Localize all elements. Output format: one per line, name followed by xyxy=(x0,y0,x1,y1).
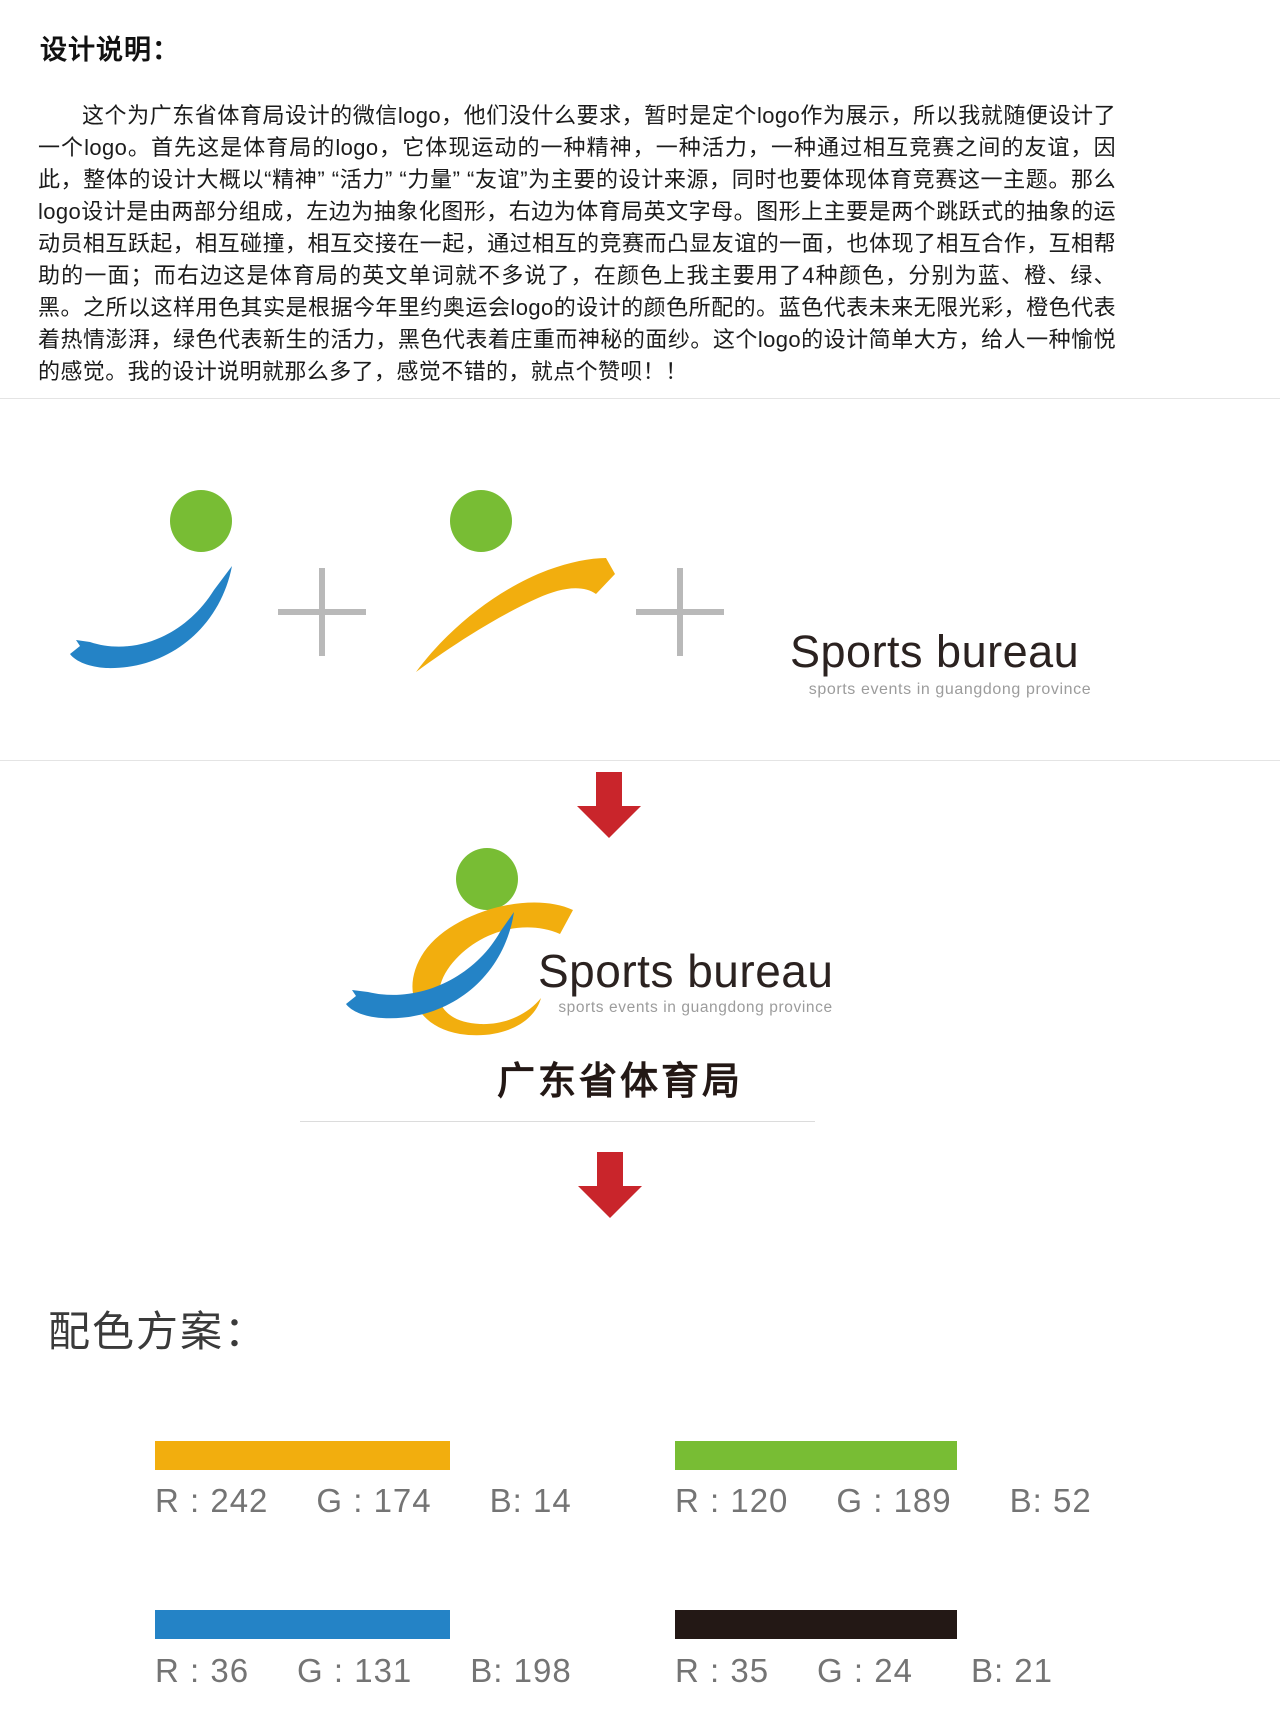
rgb-b-value: B: 14 xyxy=(489,1482,572,1519)
rgb-b-value: B: 21 xyxy=(970,1652,1053,1689)
rgb-r-value: R : 242 xyxy=(155,1482,269,1519)
combined-blue-ribbon xyxy=(346,912,514,1019)
figure1-blue-swoosh xyxy=(70,566,232,669)
combined-orange-ribbon xyxy=(412,902,573,1036)
combined-logo-ribbons xyxy=(346,902,573,1036)
plus-icon xyxy=(278,568,366,656)
swatch-bar-orange xyxy=(155,1441,450,1470)
down-arrow-icon xyxy=(578,1152,642,1218)
figure1-head-circle xyxy=(170,490,232,552)
swatch-rgb-orange: R : 242 G : 174 B: 14 xyxy=(155,1482,572,1520)
combined-logo-head-circle xyxy=(456,848,518,910)
logo-tagline: sports events in guangdong province xyxy=(808,681,1092,698)
rgb-g-value: G : 174 xyxy=(316,1482,432,1519)
rgb-r-value: R : 120 xyxy=(675,1482,789,1519)
rgb-r-value: R : 35 xyxy=(675,1652,770,1689)
rgb-g-value: G : 189 xyxy=(836,1482,952,1519)
rgb-g-value: G : 131 xyxy=(297,1652,413,1689)
combined-logo-tagline: sports events in guangdong province xyxy=(558,999,833,1016)
swatch-bar-green xyxy=(675,1441,957,1470)
swatch-bar-black xyxy=(675,1610,957,1639)
swatch-bar-blue xyxy=(155,1610,450,1639)
section-divider-top xyxy=(0,398,1280,399)
plus-icon xyxy=(636,568,724,656)
bureau-chinese-name: 广东省体育局 xyxy=(497,1061,744,1103)
swatch-rgb-black: R : 35 G : 24 B: 21 xyxy=(675,1652,1053,1690)
swatch-rgb-blue: R : 36 G : 131 B: 198 xyxy=(155,1652,572,1690)
design-notes-paragraph: 这个为广东省体育局设计的微信logo，他们没什么要求，暂时是定个logo作为展示… xyxy=(38,103,1116,384)
logo-wordmark: Sports bureau xyxy=(790,626,1080,677)
rgb-r-value: R : 36 xyxy=(155,1652,250,1689)
rgb-b-value: B: 198 xyxy=(470,1652,572,1689)
combined-logo-wordmark: Sports bureau xyxy=(538,945,834,997)
figure2-orange-swoosh xyxy=(416,558,615,672)
down-arrow-icon xyxy=(577,772,641,838)
swatch-rgb-green: R : 120 G : 189 B: 52 xyxy=(675,1482,1092,1520)
rgb-g-value: G : 24 xyxy=(817,1652,913,1689)
figure2-head-circle xyxy=(450,490,512,552)
rgb-b-value: B: 52 xyxy=(1009,1482,1092,1519)
design-notes-heading: 设计说明： xyxy=(40,35,180,65)
underline-divider xyxy=(300,1121,815,1122)
section-divider-middle xyxy=(0,760,1280,761)
palette-heading: 配色方案： xyxy=(48,1308,269,1355)
